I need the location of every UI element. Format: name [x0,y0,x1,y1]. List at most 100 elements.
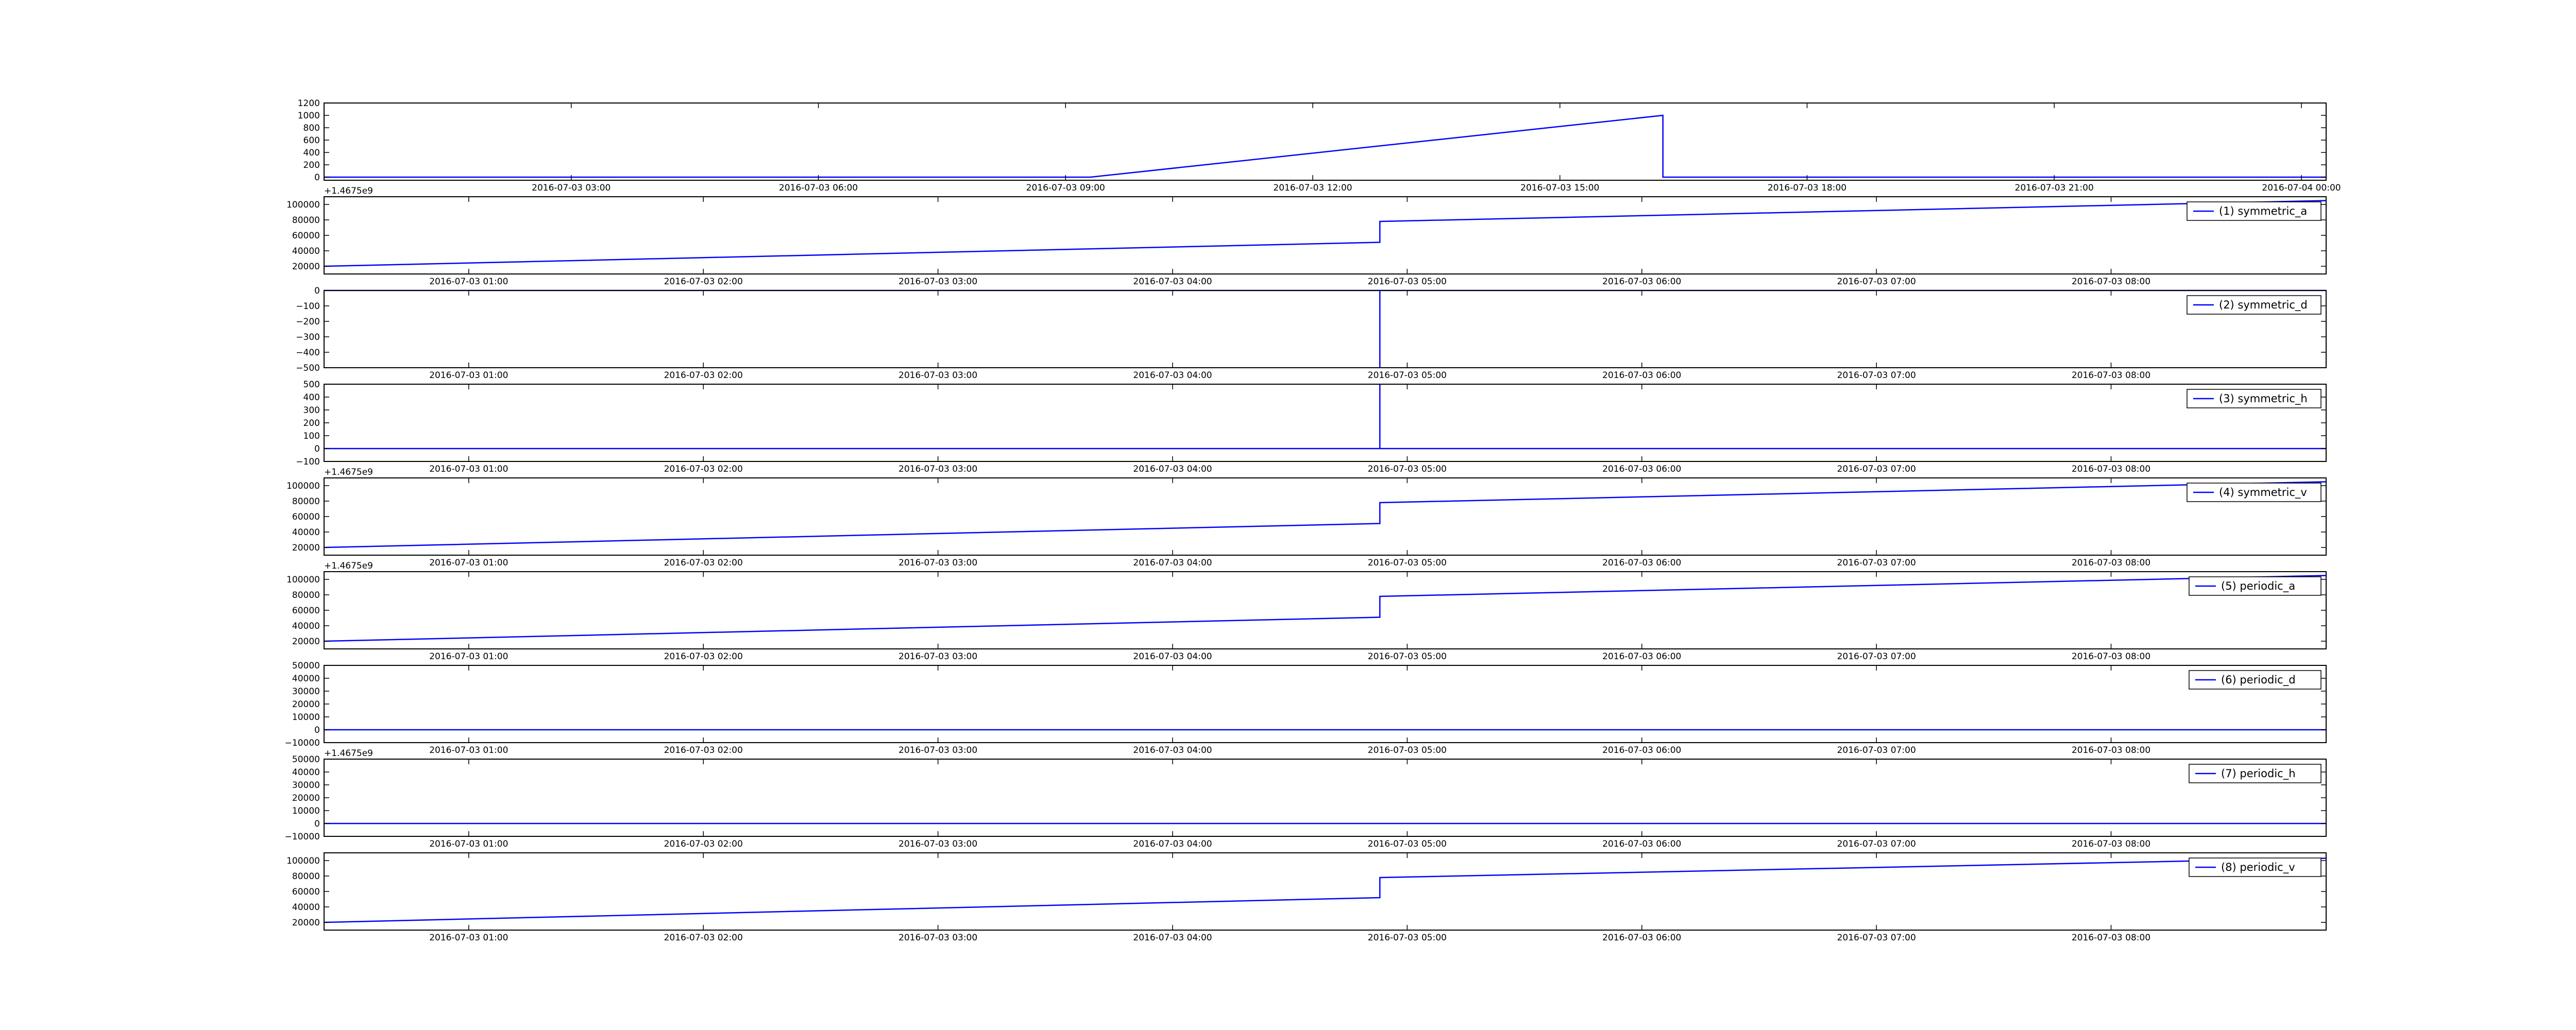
legend-label: (4) symmetric_v [2219,486,2307,499]
y-tick-label: 0 [314,819,320,829]
y-tick-label: 300 [303,405,320,416]
x-tick-label: 2016-07-03 02:00 [664,745,743,756]
y-tick-label: −10000 [285,738,320,748]
x-tick-label: 2016-07-03 07:00 [1837,651,1916,662]
legend-label: (6) periodic_d [2221,674,2296,686]
y-tick-label: 60000 [292,512,320,522]
legend: (5) periodic_a [2189,576,2321,596]
y-tick-label: 0 [314,725,320,735]
x-tick-label: 2016-07-03 07:00 [1837,464,1916,474]
x-tick-label: 2016-07-03 01:00 [429,464,508,474]
legend-label: (7) periodic_h [2221,767,2296,780]
x-tick-label: 2016-07-03 08:00 [2072,277,2150,287]
x-tick-label: 2016-07-03 12:00 [1273,183,1352,193]
x-tick-label: 2016-07-03 08:00 [2072,839,2150,849]
y-tick-label: 80000 [292,215,320,226]
y-tick-label: 0 [314,173,320,183]
y-tick-label: 20000 [292,793,320,803]
x-tick-label: 2016-07-03 07:00 [1837,839,1916,849]
y-tick-label: 40000 [292,902,320,913]
x-tick-label: 2016-07-03 01:00 [429,370,508,381]
y-tick-label: 400 [303,392,320,403]
legend: (1) symmetric_a [2187,201,2321,221]
y-tick-label: −200 [296,317,320,327]
y-tick-label: −10000 [285,832,320,842]
series-line-6-1 [324,575,2327,642]
x-tick-label: 2016-07-03 03:00 [899,370,977,381]
y-tick-label: 600 [303,135,320,146]
x-tick-label: 2016-07-03 02:00 [664,839,743,849]
x-tick-label: 2016-07-03 05:00 [1368,745,1447,756]
legend: (6) periodic_d [2189,670,2321,690]
y-tick-label: 40000 [292,246,320,256]
x-tick-label: 2016-07-03 08:00 [2072,933,2150,943]
y-tick-label: 20000 [292,918,320,928]
x-tick-label: 2016-07-03 03:00 [899,558,977,568]
x-tick-label: 2016-07-03 05:00 [1368,651,1447,662]
y-tick-label: 60000 [292,231,320,241]
x-tick-label: 2016-07-03 08:00 [2072,558,2150,568]
y-tick-label: 20000 [292,543,320,553]
y-offset-label: +1.4675e9 [324,467,373,477]
legend: (2) symmetric_d [2187,295,2321,315]
y-tick-label: 10000 [292,712,320,723]
y-tick-label: 800 [303,123,320,133]
x-tick-label: 2016-07-03 01:00 [429,651,508,662]
y-tick-label: 0 [314,286,320,296]
x-tick-label: 2016-07-03 04:00 [1133,370,1212,381]
x-tick-label: 2016-07-03 06:00 [1602,933,1681,943]
y-tick-label: 200 [303,160,320,170]
y-tick-label: −500 [296,363,320,373]
x-tick-label: 2016-07-03 07:00 [1837,277,1916,287]
y-tick-label: 30000 [292,686,320,697]
x-tick-label: 2016-07-03 02:00 [664,464,743,474]
y-tick-label: 30000 [292,780,320,791]
x-tick-label: 2016-07-03 06:00 [1602,839,1681,849]
y-tick-label: −400 [296,348,320,358]
x-tick-label: 2016-07-03 06:00 [1602,370,1681,381]
legend-box [2187,201,2321,221]
y-tick-label: 40000 [292,767,320,778]
y-tick-label: 1200 [298,98,320,109]
x-tick-label: 2016-07-03 06:00 [779,183,858,193]
x-tick-label: 2016-07-03 06:00 [1602,651,1681,662]
x-tick-label: 2016-07-03 07:00 [1837,370,1916,381]
x-tick-label: 2016-07-03 08:00 [2072,651,2150,662]
x-tick-label: 2016-07-03 01:00 [429,558,508,568]
x-tick-label: 2016-07-03 01:00 [429,745,508,756]
x-tick-label: 2016-07-03 05:00 [1368,464,1447,474]
subplot-7: −10000010000200003000040000500002016-07-… [285,661,2327,756]
x-tick-label: 2016-07-03 04:00 [1133,651,1212,662]
y-tick-label: 100000 [286,200,320,210]
x-tick-label: 2016-07-03 18:00 [1768,183,1846,193]
x-tick-label: 2016-07-03 02:00 [664,558,743,568]
series-line-1-1 [324,114,2326,178]
series-line-2-1 [324,200,2327,267]
legend-label: (8) periodic_v [2221,861,2295,874]
x-tick-label: 2016-07-03 08:00 [2072,464,2150,474]
x-tick-label: 2016-07-03 06:00 [1602,558,1681,568]
x-tick-label: 2016-07-03 06:00 [1602,277,1681,287]
y-tick-label: 80000 [292,590,320,600]
x-tick-label: 2016-07-03 06:00 [1602,464,1681,474]
x-tick-label: 2016-07-03 05:00 [1368,277,1447,287]
x-tick-label: 2016-07-03 04:00 [1133,745,1212,756]
y-tick-label: 200 [303,418,320,428]
y-tick-label: 40000 [292,621,320,631]
x-tick-label: 2016-07-03 07:00 [1837,558,1916,568]
y-tick-label: 60000 [292,606,320,616]
x-tick-label: 2016-07-03 03:00 [899,464,977,474]
legend: (3) symmetric_h [2187,389,2321,408]
x-tick-label: 2016-07-03 04:00 [1133,839,1212,849]
axes-frame [324,102,2327,181]
x-tick-label: 2016-07-03 04:00 [1133,464,1212,474]
y-tick-label: 400 [303,148,320,158]
y-tick-label: 20000 [292,699,320,710]
y-tick-label: 100000 [286,575,320,585]
x-tick-label: 2016-07-03 06:00 [1602,745,1681,756]
series-line-4-1 [324,384,2326,450]
y-offset-label: +1.4675e9 [324,748,373,759]
